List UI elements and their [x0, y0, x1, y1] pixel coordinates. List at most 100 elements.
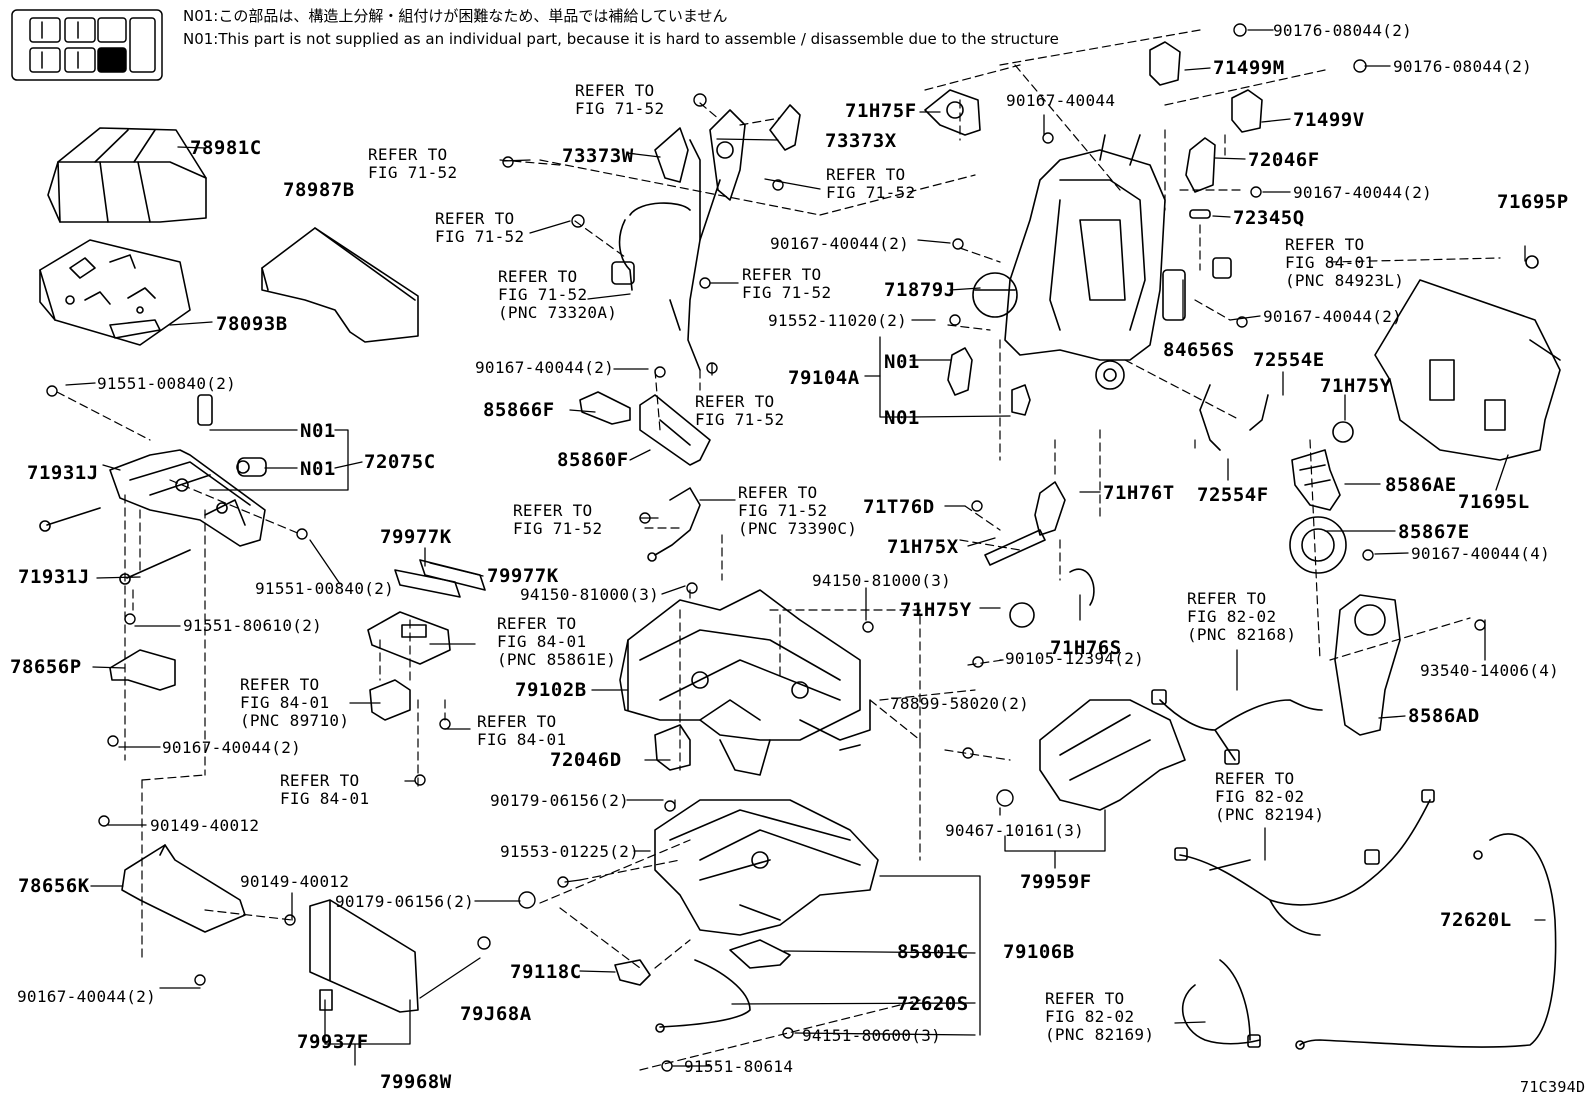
part-91552-11020-2[interactable]: 91552-11020(2): [768, 311, 908, 330]
part-72554E[interactable]: 72554E: [1253, 349, 1325, 371]
part-79106B[interactable]: 79106B: [1003, 941, 1075, 963]
part-71H75X[interactable]: 71H75X: [887, 536, 959, 558]
part-90179-06156-2a[interactable]: 90179-06156(2): [335, 892, 475, 911]
part-8586AE[interactable]: 8586AE: [1385, 474, 1457, 496]
part-91551-00840-2b[interactable]: 91551-00840(2): [255, 579, 395, 598]
part-78656P[interactable]: 78656P: [10, 656, 82, 678]
part-90467-10161-3[interactable]: 90467-10161(3): [945, 821, 1085, 840]
part-72620S[interactable]: 72620S: [897, 993, 969, 1015]
part-94150-81000-3a[interactable]: 94150-81000(3): [520, 585, 660, 604]
part-79977K-b[interactable]: 79977K: [487, 565, 559, 587]
seat-frame-79102B: [619, 589, 871, 776]
part-71H76S[interactable]: 71H76S: [1050, 637, 1122, 659]
part-72046F[interactable]: 72046F: [1248, 149, 1320, 171]
part-85866F[interactable]: 85866F: [483, 399, 555, 421]
part-71695P[interactable]: 71695P: [1497, 191, 1569, 213]
part-73373X[interactable]: 73373X: [825, 130, 897, 152]
part-71931J-b[interactable]: 71931J: [18, 566, 90, 588]
part-85867E[interactable]: 85867E: [1398, 521, 1470, 543]
part-90167-40044-2d[interactable]: 90167-40044(2): [1293, 183, 1433, 202]
part-90167-40044-2c[interactable]: 90167-40044(2): [475, 358, 615, 377]
part-72620L[interactable]: 72620L: [1440, 909, 1512, 931]
part-90176-08044-2b[interactable]: 90176-08044(2): [1393, 57, 1533, 76]
part-91553-01225-2[interactable]: 91553-01225(2): [500, 842, 640, 861]
part-94151-80600-3[interactable]: 94151-80600(3): [802, 1026, 942, 1045]
part-73373W[interactable]: 73373W: [562, 145, 634, 167]
part-72554F[interactable]: 72554F: [1197, 484, 1269, 506]
part-90176-08044-2a[interactable]: 90176-08044(2): [1273, 21, 1413, 40]
part-90179-06156-2b[interactable]: 90179-06156(2): [490, 791, 630, 810]
part-79977K-a[interactable]: 79977K: [380, 526, 452, 548]
part-90167-40044-2a[interactable]: 90167-40044(2): [162, 738, 302, 757]
part-79104A[interactable]: 79104A: [788, 367, 860, 389]
part-79102B[interactable]: 79102B: [515, 679, 587, 701]
part-90167-40044[interactable]: 90167-40044: [1006, 91, 1116, 110]
part-79937F[interactable]: 79937F: [297, 1031, 369, 1053]
part-71695L[interactable]: 71695L: [1458, 491, 1530, 513]
part-90167-40044-2f[interactable]: 90167-40044(2): [1263, 307, 1403, 326]
part-90105-12394-2[interactable]: 90105-12394(2): [1005, 649, 1145, 668]
part-8586AD[interactable]: 8586AD: [1408, 705, 1480, 727]
part-71879J[interactable]: 71879J: [884, 279, 956, 301]
part-90167-40044-2b[interactable]: 90167-40044(2): [17, 987, 157, 1006]
part-71H76T[interactable]: 71H76T: [1103, 482, 1175, 504]
part-85860F[interactable]: 85860F: [557, 449, 629, 471]
part-N01-d[interactable]: N01: [884, 407, 920, 429]
part-71H75Y-b[interactable]: 71H75Y: [900, 599, 972, 621]
part-91551-00840-2a[interactable]: 91551-00840(2): [97, 374, 237, 393]
part-N01-b[interactable]: N01: [300, 458, 336, 480]
part-79959F[interactable]: 79959F: [1020, 871, 1092, 893]
part-71499M[interactable]: 71499M: [1213, 57, 1285, 79]
part-71931J-a[interactable]: 71931J: [27, 462, 99, 484]
part-71H75F[interactable]: 71H75F: [845, 100, 917, 122]
part-90149-40012b[interactable]: 90149-40012: [240, 872, 350, 891]
part-72046D[interactable]: 72046D: [550, 749, 622, 771]
cover-78987B: [261, 227, 419, 343]
part-84656S[interactable]: 84656S: [1163, 339, 1235, 361]
part-78656K[interactable]: 78656K: [18, 875, 90, 897]
part-93540-14006-4[interactable]: 93540-14006(4): [1420, 661, 1560, 680]
part-79J68A[interactable]: 79J68A: [460, 1003, 532, 1025]
part-79968W[interactable]: 79968W: [380, 1071, 452, 1093]
tape-79977K: [394, 559, 486, 598]
seat-frame-78093B: [39, 239, 191, 346]
part-90167-40044-2e[interactable]: 90167-40044(2): [770, 234, 910, 253]
part-72345Q[interactable]: 72345Q: [1233, 207, 1305, 229]
part-78899-58020-2[interactable]: 78899-58020(2): [890, 694, 1030, 713]
part-72075C[interactable]: 72075C: [364, 451, 436, 473]
duct-8586AD: [1334, 594, 1401, 736]
cover-73373X: [769, 104, 801, 151]
part-90149-40012a[interactable]: 90149-40012: [150, 816, 260, 835]
part-71H75Y-a[interactable]: 71H75Y: [1320, 375, 1392, 397]
part-N01-c[interactable]: N01: [884, 351, 920, 373]
part-N01-a[interactable]: N01: [300, 420, 336, 442]
part-78987B[interactable]: 78987B: [283, 179, 355, 201]
part-91551-80614[interactable]: 91551-80614: [684, 1057, 794, 1076]
part-94150-81000-3b[interactable]: 94150-81000(3): [812, 571, 952, 590]
part-91551-80610-2[interactable]: 91551-80610(2): [183, 616, 323, 635]
part-90167-40044-4[interactable]: 90167-40044(4): [1411, 544, 1551, 563]
part-85801C[interactable]: 85801C: [897, 941, 969, 963]
part-71T76D[interactable]: 71T76D: [863, 496, 935, 518]
part-78981C[interactable]: 78981C: [190, 137, 262, 159]
part-79118C[interactable]: 79118C: [510, 961, 582, 983]
part-78093B[interactable]: 78093B: [216, 313, 288, 335]
part-71499V[interactable]: 71499V: [1293, 109, 1365, 131]
